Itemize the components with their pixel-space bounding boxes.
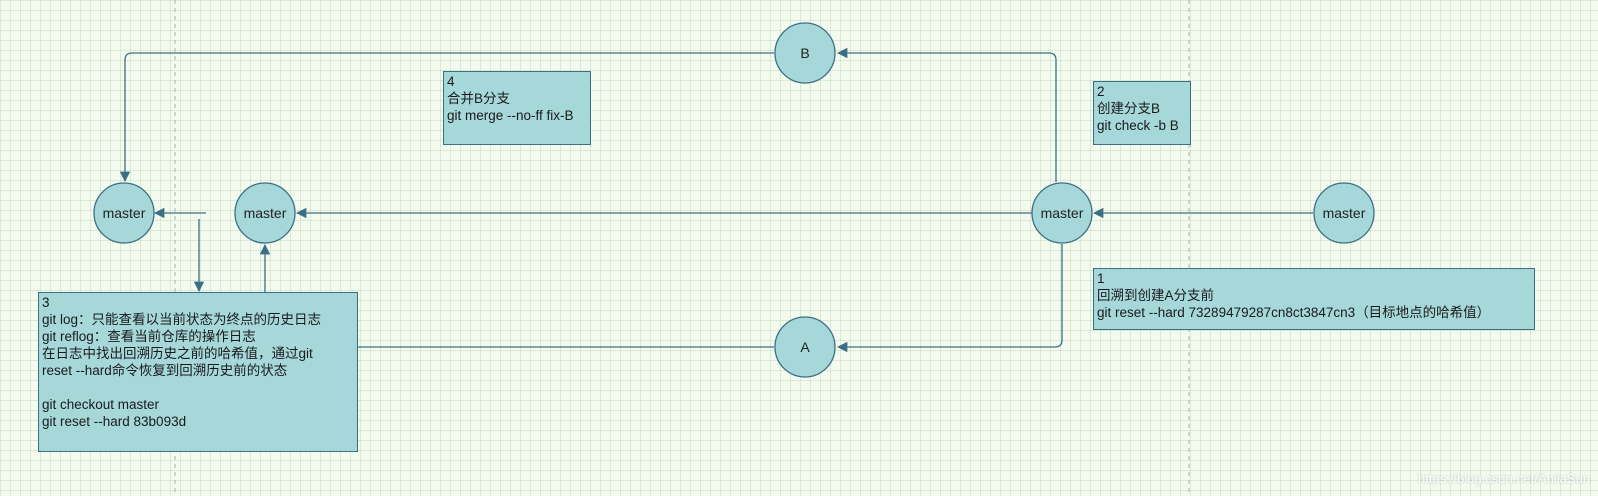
note-step-2: 2 创建分支B git check -b B [1093,81,1191,145]
branch-b-node: B [774,22,836,84]
note-step-3: 3 git log：只能查看以当前状态为终点的历史日志 git reflog：查… [38,292,358,452]
branch-b-node-label: B [800,45,809,61]
note-step-4: 4 合并B分支 git merge --no-ff fix-B [443,71,591,145]
master-node-3-label: master [1041,205,1084,221]
edge-master3-to-a [836,244,1063,353]
watermark: https://blog.csdn.net/AnilaSun [1417,471,1590,486]
master-node-1: master [93,182,155,244]
branch-a-node-label: A [800,339,810,355]
master-node-3: master [1031,182,1093,244]
master-node-2-label: master [244,205,287,221]
edge-b-to-master1 [119,52,774,183]
master-node-2: master [234,182,296,244]
master-node-4-label: master [1323,205,1366,221]
master-node-1-label: master [103,205,146,221]
branch-a-node: A [774,316,836,378]
master-node-4: master [1313,182,1375,244]
edge-master3-to-b [836,47,1057,182]
note-step-1: 1 回溯到创建A分支前 git reset --hard 73289479287… [1093,268,1535,330]
